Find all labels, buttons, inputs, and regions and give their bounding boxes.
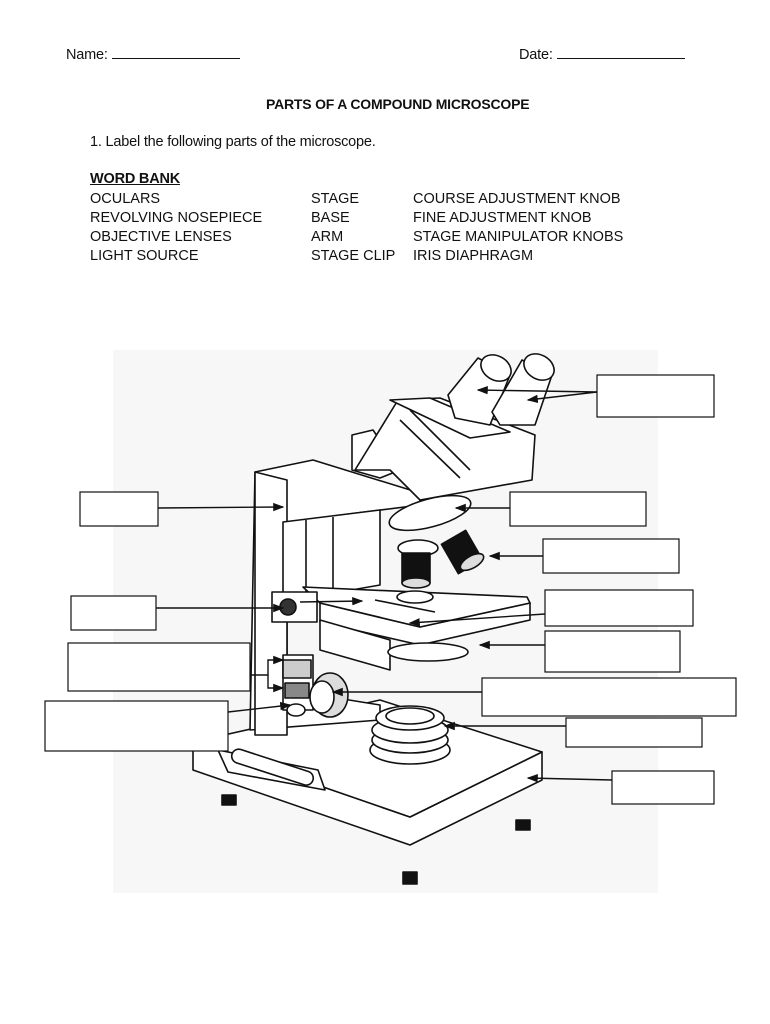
label-box-light-source[interactable] (565, 717, 703, 748)
word: STAGE CLIP (311, 248, 396, 264)
word: BASE (311, 210, 350, 226)
label-box-coarse-knob[interactable] (481, 677, 737, 717)
label-box-iris-diaphragm[interactable] (544, 630, 681, 673)
word: ARM (311, 229, 344, 245)
date-field[interactable]: Date: (519, 46, 685, 63)
label-box-arm[interactable] (79, 491, 159, 527)
label-box-stage-clip[interactable] (544, 589, 694, 627)
pointer-arrows (156, 385, 613, 783)
instruction: 1. Label the following parts of the micr… (90, 134, 376, 150)
name-field[interactable]: Name: (66, 46, 240, 63)
word: STAGE (311, 191, 360, 207)
word-bank-column-2: STAGE BASE ARM STAGE CLIP (311, 190, 395, 266)
light-source (369, 705, 451, 765)
label-box-nosepiece[interactable] (509, 491, 647, 527)
word: IRIS DIAPHRAGM (413, 248, 534, 264)
label-box-fine-knob[interactable] (44, 700, 229, 752)
name-label: Name: (66, 47, 108, 63)
word-bank-column-1: OCULARS REVOLVING NOSEPIECE OBJECTIVE LE… (90, 190, 262, 266)
word-bank-heading: WORD BANK (90, 171, 181, 187)
adjustment-knobs (282, 654, 349, 718)
microscope-illustration (192, 353, 555, 885)
date-label: Date: (519, 47, 553, 63)
word: FINE ADJUSTMENT KNOB (413, 210, 592, 226)
label-box-objectives[interactable] (542, 538, 680, 574)
page-title: PARTS OF A COMPOUND MICROSCOPE (266, 96, 530, 112)
word: COURSE ADJUSTMENT KNOB (413, 191, 621, 207)
label-box-stage-manipulator[interactable] (70, 595, 157, 631)
word: OBJECTIVE LENSES (90, 229, 232, 245)
label-box-adjustment-knobs[interactable] (67, 642, 251, 692)
word: STAGE MANIPULATOR KNOBS (413, 229, 624, 245)
label-box-base[interactable] (611, 770, 715, 805)
label-box-oculars[interactable] (596, 374, 715, 418)
word: OCULARS (90, 191, 161, 207)
word-bank-column-3: COURSE ADJUSTMENT KNOB FINE ADJUSTMENT K… (413, 190, 623, 266)
word: LIGHT SOURCE (90, 248, 199, 264)
word: REVOLVING NOSEPIECE (90, 210, 263, 226)
nosepiece (388, 494, 485, 589)
